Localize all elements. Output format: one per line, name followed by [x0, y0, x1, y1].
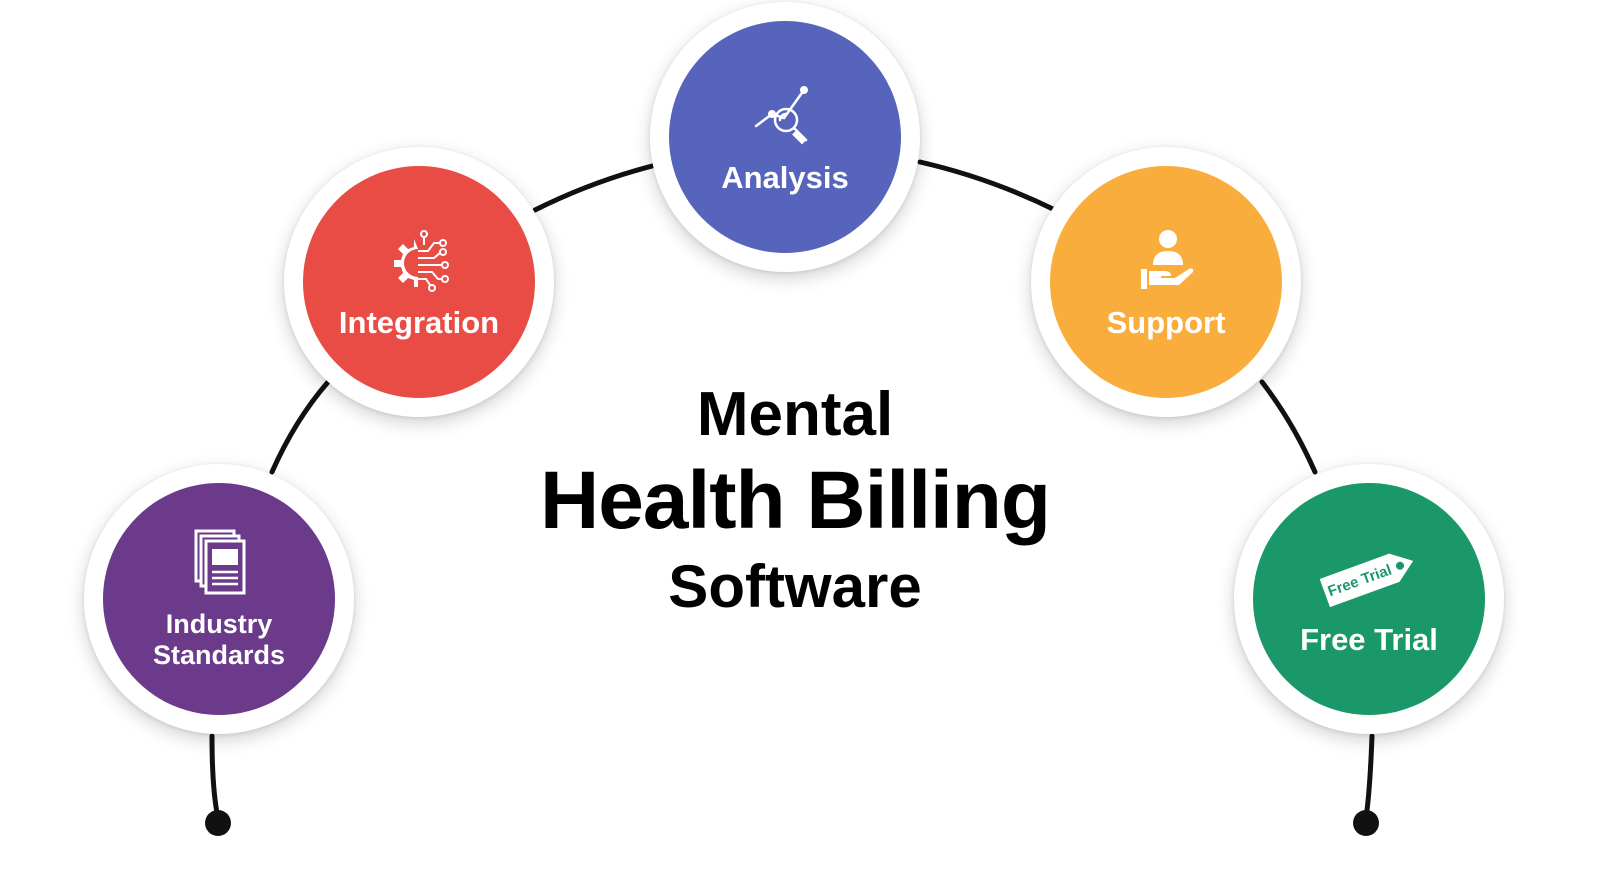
node-label-line1: Industry — [165, 609, 273, 639]
magnifier-analytics-icon — [754, 86, 808, 145]
node-label: Analysis — [721, 160, 849, 195]
endpoint-dot-right — [1353, 810, 1379, 836]
node-support: Support — [1031, 147, 1301, 417]
node-industry-standards: Industry Standards — [84, 464, 354, 734]
node-disc: Integration — [303, 166, 535, 398]
node-label: Free Trial — [1300, 622, 1438, 657]
node-free-trial: Free Trial Free Trial — [1234, 464, 1504, 734]
price-tag-icon: Free Trial — [1319, 553, 1414, 608]
hand-person-icon — [1141, 230, 1194, 289]
node-label-line2: Standards — [152, 640, 286, 670]
node-integration: Integration — [284, 147, 554, 417]
documents-icon — [194, 529, 246, 595]
title-line-2: Health Billing — [540, 455, 1051, 546]
node-disc: Analysis — [669, 21, 901, 253]
node-analysis: Analysis — [650, 2, 920, 272]
title-line-3: Software — [668, 553, 922, 620]
endpoint-dot-left — [205, 810, 231, 836]
diagram-title: Mental Health Billing Software — [450, 378, 1140, 624]
node-disc: Free Trial Free Trial — [1253, 483, 1485, 715]
node-label: Industry Standards — [153, 609, 285, 671]
node-disc: Support — [1050, 166, 1282, 398]
gear-circuit-icon — [394, 230, 449, 292]
title-line-1: Mental — [696, 380, 894, 449]
node-label: Support — [1106, 305, 1226, 340]
node-disc: Industry Standards — [103, 483, 335, 715]
node-label: Integration — [338, 305, 500, 340]
